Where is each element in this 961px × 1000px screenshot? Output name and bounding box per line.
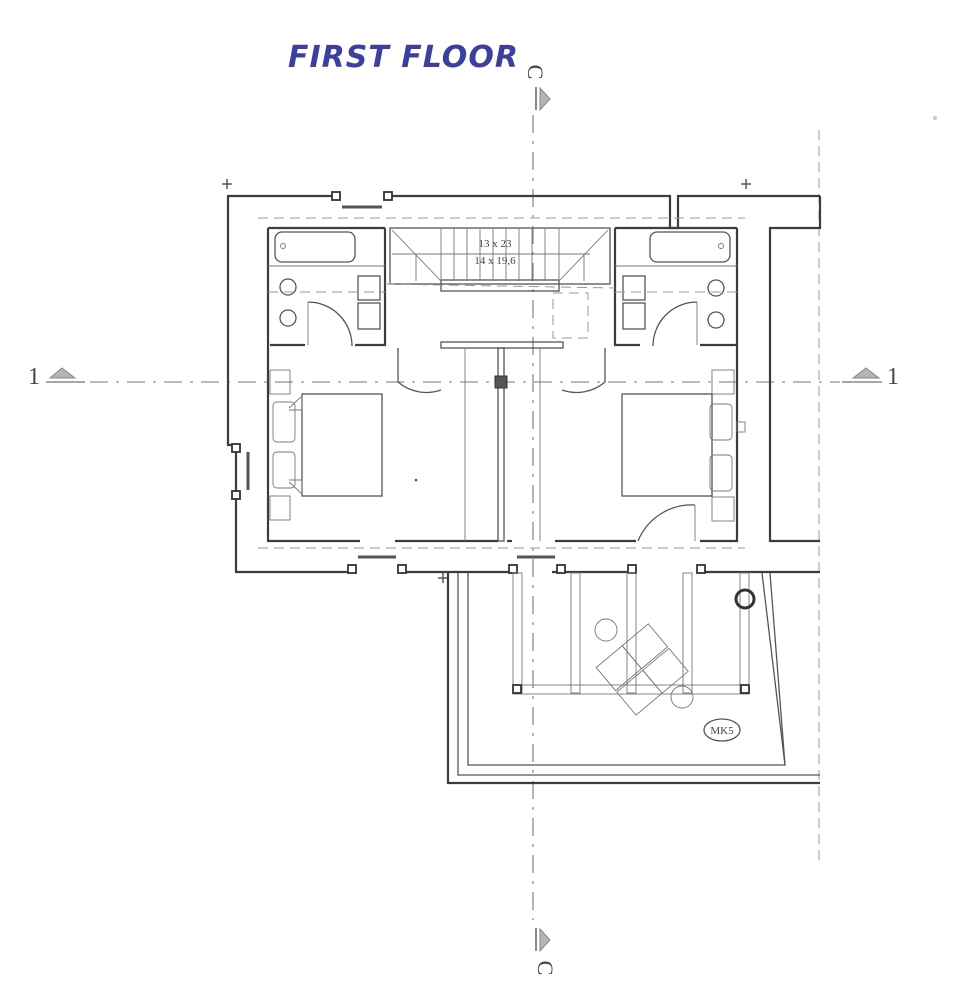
- door-swing-icon: [652, 301, 698, 347]
- stair-dimension-2: 14 x 19,6: [474, 255, 516, 267]
- double-bed-right-icon: [621, 393, 713, 497]
- section-c-arrow-bottom-icon: [535, 927, 551, 953]
- chair-icon: [642, 647, 689, 694]
- door-swing-icon: [397, 348, 442, 394]
- terrace-furniture: [595, 623, 689, 716]
- stool-icon: [670, 685, 694, 709]
- nightstand-icon: [711, 496, 735, 522]
- section-c-label-bottom: C: [533, 961, 558, 976]
- section-line-c: C C: [523, 65, 558, 976]
- terrace-tag-label: MK5: [710, 725, 734, 737]
- column-icon: [494, 375, 508, 389]
- window-columns: [231, 191, 706, 574]
- bathroom-right: [613, 228, 737, 347]
- pergola: [512, 572, 750, 695]
- sink-right-1-icon: [622, 275, 646, 301]
- sink-left-2-icon: [357, 302, 381, 330]
- toilet-right-icon: [707, 279, 725, 297]
- bidet-left-icon: [279, 309, 297, 327]
- bedroom-right: [621, 369, 746, 542]
- drain-icon: [734, 588, 756, 610]
- bedroom-left: [269, 369, 418, 521]
- chair-icon: [595, 645, 643, 692]
- door-swing-icon: [561, 348, 606, 394]
- door-swing-icon: [307, 301, 353, 347]
- stair-dimension-1: 13 x 23: [479, 238, 513, 250]
- section-1-arrow-right-icon: [842, 367, 882, 383]
- bathtub-right-icon: [649, 231, 731, 263]
- nightstand-icon: [269, 495, 291, 521]
- bathroom-left: [268, 228, 387, 347]
- section-c-label-top: C: [523, 65, 548, 80]
- section-1-label-right: 1: [887, 364, 899, 390]
- exterior-walls: [226, 194, 822, 574]
- tag-mk5-icon: [703, 718, 741, 742]
- chair-icon: [621, 623, 669, 670]
- terrace: MK5: [446, 572, 820, 785]
- door-swing-icon: [637, 504, 696, 542]
- nightstand-icon: [711, 369, 735, 395]
- scan-speck: [933, 116, 937, 120]
- double-bed-left-icon: [301, 393, 383, 497]
- section-c-arrow-top-icon: [535, 86, 551, 112]
- section-line-1: 1 1: [28, 364, 899, 390]
- chair-icon: [616, 669, 663, 716]
- sink-right-2-icon: [622, 302, 646, 330]
- staircase: 13 x 23 14 x 19,6: [384, 227, 616, 339]
- bidet-right-icon: [707, 311, 725, 329]
- corridor-walls: [397, 341, 606, 542]
- reference-cross-icon: [222, 179, 751, 583]
- bathtub-left-icon: [274, 231, 356, 263]
- section-1-arrow-left-icon: [46, 367, 85, 383]
- nightstand-icon: [269, 369, 291, 395]
- sink-left-1-icon: [357, 275, 381, 301]
- toilet-left-icon: [279, 278, 297, 296]
- floor-title: FIRST FLOOR: [288, 40, 519, 75]
- stool-icon: [594, 618, 618, 642]
- section-1-label-left: 1: [28, 364, 40, 390]
